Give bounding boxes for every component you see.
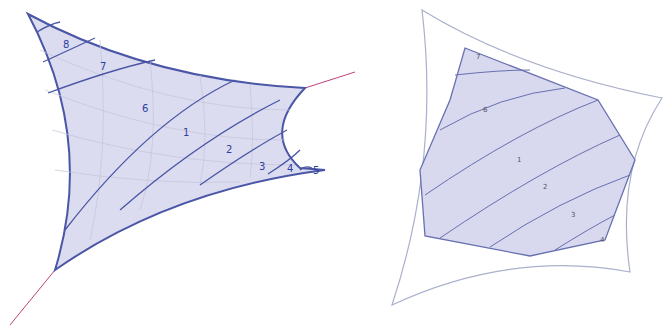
callout-number: 8 — [63, 40, 69, 50]
callout-number: 4 — [287, 164, 293, 174]
callout-number: 1 — [517, 157, 521, 164]
callout-number: 7 — [100, 62, 106, 72]
callout-number: 6 — [483, 107, 487, 114]
callout-number: 2 — [226, 145, 232, 155]
callout-number: 6 — [142, 104, 148, 114]
callout-number: 7 — [476, 54, 480, 61]
callout-number: 3 — [259, 162, 265, 172]
callout-number: 3 — [571, 212, 575, 219]
callout-number: 4 — [600, 237, 604, 244]
callout-number: 5 — [313, 166, 319, 176]
callout-number: 2 — [543, 184, 547, 191]
callout-number: 1 — [183, 128, 189, 138]
